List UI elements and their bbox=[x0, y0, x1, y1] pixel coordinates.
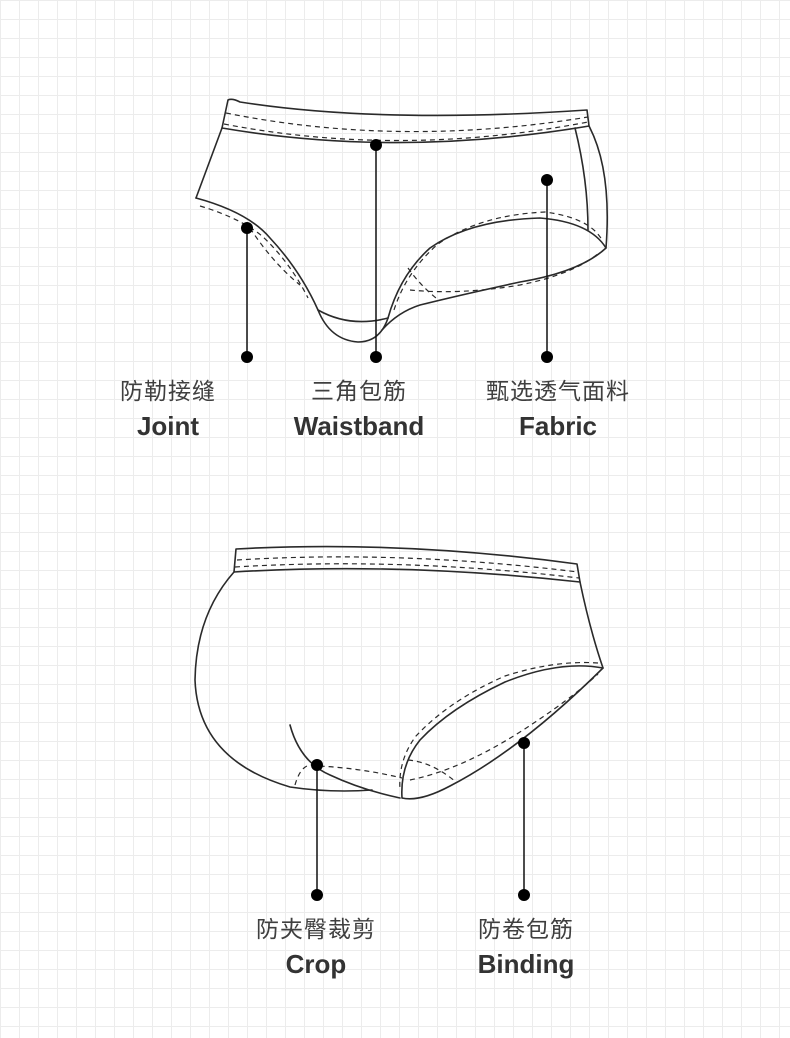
callout-crop: 防夹臀裁剪 Crop bbox=[216, 916, 416, 980]
front-leaders bbox=[241, 139, 553, 363]
callout-fabric-zh: 甄选透气面料 bbox=[486, 379, 630, 405]
callout-binding: 防卷包筋 Binding bbox=[426, 916, 626, 980]
callout-waistband: 三角包筋 Waistband bbox=[259, 378, 459, 442]
back-briefs-illustration bbox=[194, 545, 604, 800]
callout-joint-en: Joint bbox=[136, 411, 200, 441]
front-briefs-illustration bbox=[195, 98, 608, 343]
callout-joint-zh: 防勒接缝 bbox=[120, 379, 216, 405]
back-leaders bbox=[311, 737, 530, 901]
callout-binding-zh: 防卷包筋 bbox=[478, 917, 574, 943]
callout-fabric: 甄选透气面料 Fabric bbox=[458, 378, 658, 442]
callout-binding-en: Binding bbox=[477, 949, 575, 979]
callout-fabric-en: Fabric bbox=[518, 411, 598, 441]
callout-joint: 防勒接缝 Joint bbox=[68, 378, 268, 442]
callout-crop-zh: 防夹臀裁剪 bbox=[256, 917, 376, 943]
callout-crop-en: Crop bbox=[285, 949, 347, 979]
callout-waistband-zh: 三角包筋 bbox=[311, 379, 407, 405]
callout-waistband-en: Waistband bbox=[293, 411, 425, 441]
